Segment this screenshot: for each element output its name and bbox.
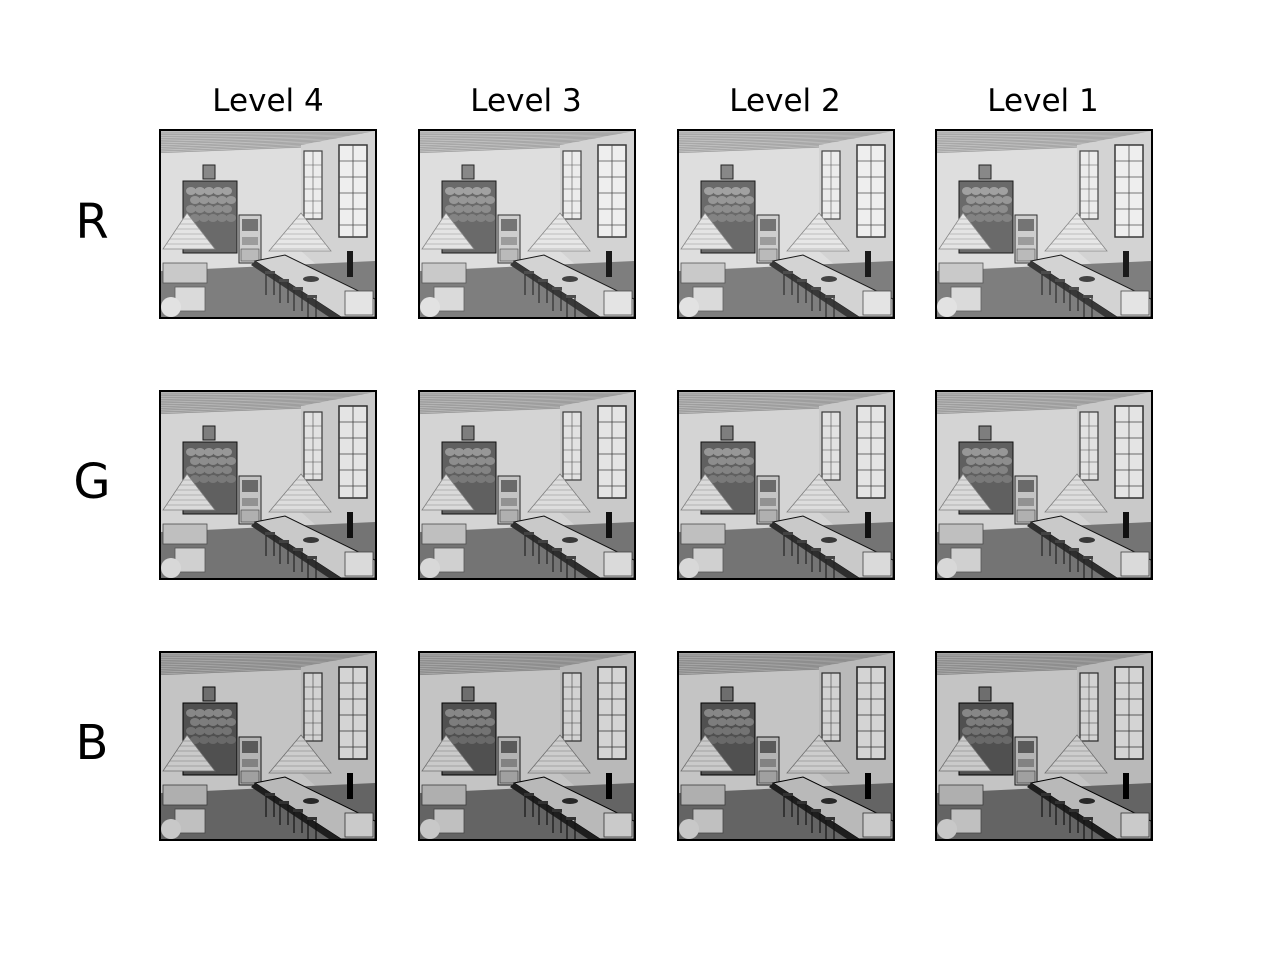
image-panel-g-level-4: [159, 390, 377, 580]
image-panel-r-level-3: [418, 129, 636, 319]
image-panel-b-level-4: [159, 651, 377, 841]
image-panel-g-level-2: [677, 390, 895, 580]
image-panel-b-level-1: [935, 651, 1153, 841]
column-title-level-3: Level 3: [470, 83, 582, 119]
image-panel-g-level-1: [935, 390, 1153, 580]
column-title-level-4: Level 4: [212, 83, 324, 119]
image-panel-b-level-3: [418, 651, 636, 841]
image-panel-r-level-1: [935, 129, 1153, 319]
image-panel-r-level-4: [159, 129, 377, 319]
image-panel-b-level-2: [677, 651, 895, 841]
image-panel-r-level-2: [677, 129, 895, 319]
row-label-b: B: [75, 715, 109, 771]
column-title-level-2: Level 2: [729, 83, 841, 119]
row-label-r: R: [75, 194, 109, 250]
image-panel-g-level-3: [418, 390, 636, 580]
row-label-g: G: [73, 454, 111, 510]
column-title-level-1: Level 1: [987, 83, 1099, 119]
